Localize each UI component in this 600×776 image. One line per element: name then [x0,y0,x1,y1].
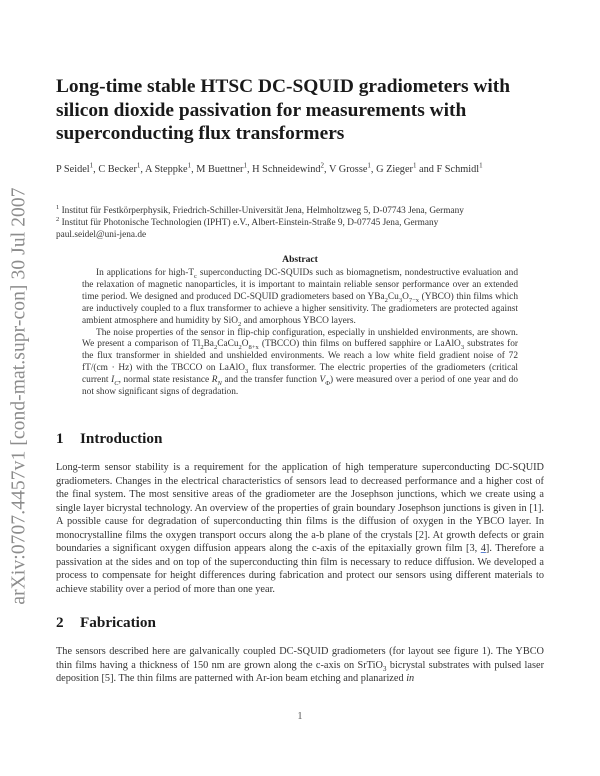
author: A Steppke1 [145,161,192,175]
section-number: 1 [56,430,64,447]
citation-link[interactable]: 2 [418,529,425,541]
author: C Becker1 [98,161,141,175]
author-list: P Seidel1, C Becker1, A Steppke1, M Buet… [56,161,483,175]
abstract-paragraph: The noise properties of the sensor in fl… [82,327,519,398]
author: G Zieger1 [376,161,417,175]
citation-link[interactable]: 5 [104,673,111,684]
author: F Schmidl1 [436,161,483,175]
section-number: 2 [56,614,64,631]
contact-email[interactable]: paul.seidel@uni-jena.de [56,230,147,240]
author: P Seidel1 [56,161,94,175]
section-heading-fabrication: 2 Fabrication [56,614,546,632]
figure-reference-link[interactable]: 1 [481,646,488,657]
abstract-paragraph: In applications for high-Tc superconduct… [82,268,518,328]
author: V Grosse1 [328,161,371,175]
abstract-heading: Abstract [282,254,318,265]
affiliation: 2 Institut für Photonische Technologien … [56,215,439,228]
abstract-body: In applications for high-Tc superconduct… [82,268,518,399]
citation-link[interactable]: 1 [532,502,538,514]
citation-link[interactable]: 3 [469,543,475,554]
arxiv-stamp-text: arXiv:0707.4457v1 [cond-mat.supr-con] 30… [9,187,31,605]
affiliations: 1 Institut für Festkörperphysik, Friedri… [56,203,546,241]
author: M Buettner1 [196,161,247,175]
section-heading-introduction: 1 Introduction [56,430,546,448]
affiliation: 1 Institut für Festkörperphysik, Friedri… [56,203,464,216]
arxiv-identifier-stamp: arXiv:0707.4457v1 [cond-mat.supr-con] 30… [5,180,35,612]
section-title: Introduction [80,430,163,447]
page-number: 1 [297,711,303,722]
paper-title: Long-time stable HTSC DC-SQUID gradiomet… [56,76,511,144]
introduction-paragraph: Long-term sensor stability is a requirem… [56,462,544,595]
author: H Schneidewind2 [252,161,324,175]
citation-link[interactable]: 4 [480,543,486,554]
fabrication-paragraph: The sensors described here are galvanica… [56,646,544,684]
author-conjunction: and [419,164,434,175]
section-title: Fabrication [80,614,156,631]
